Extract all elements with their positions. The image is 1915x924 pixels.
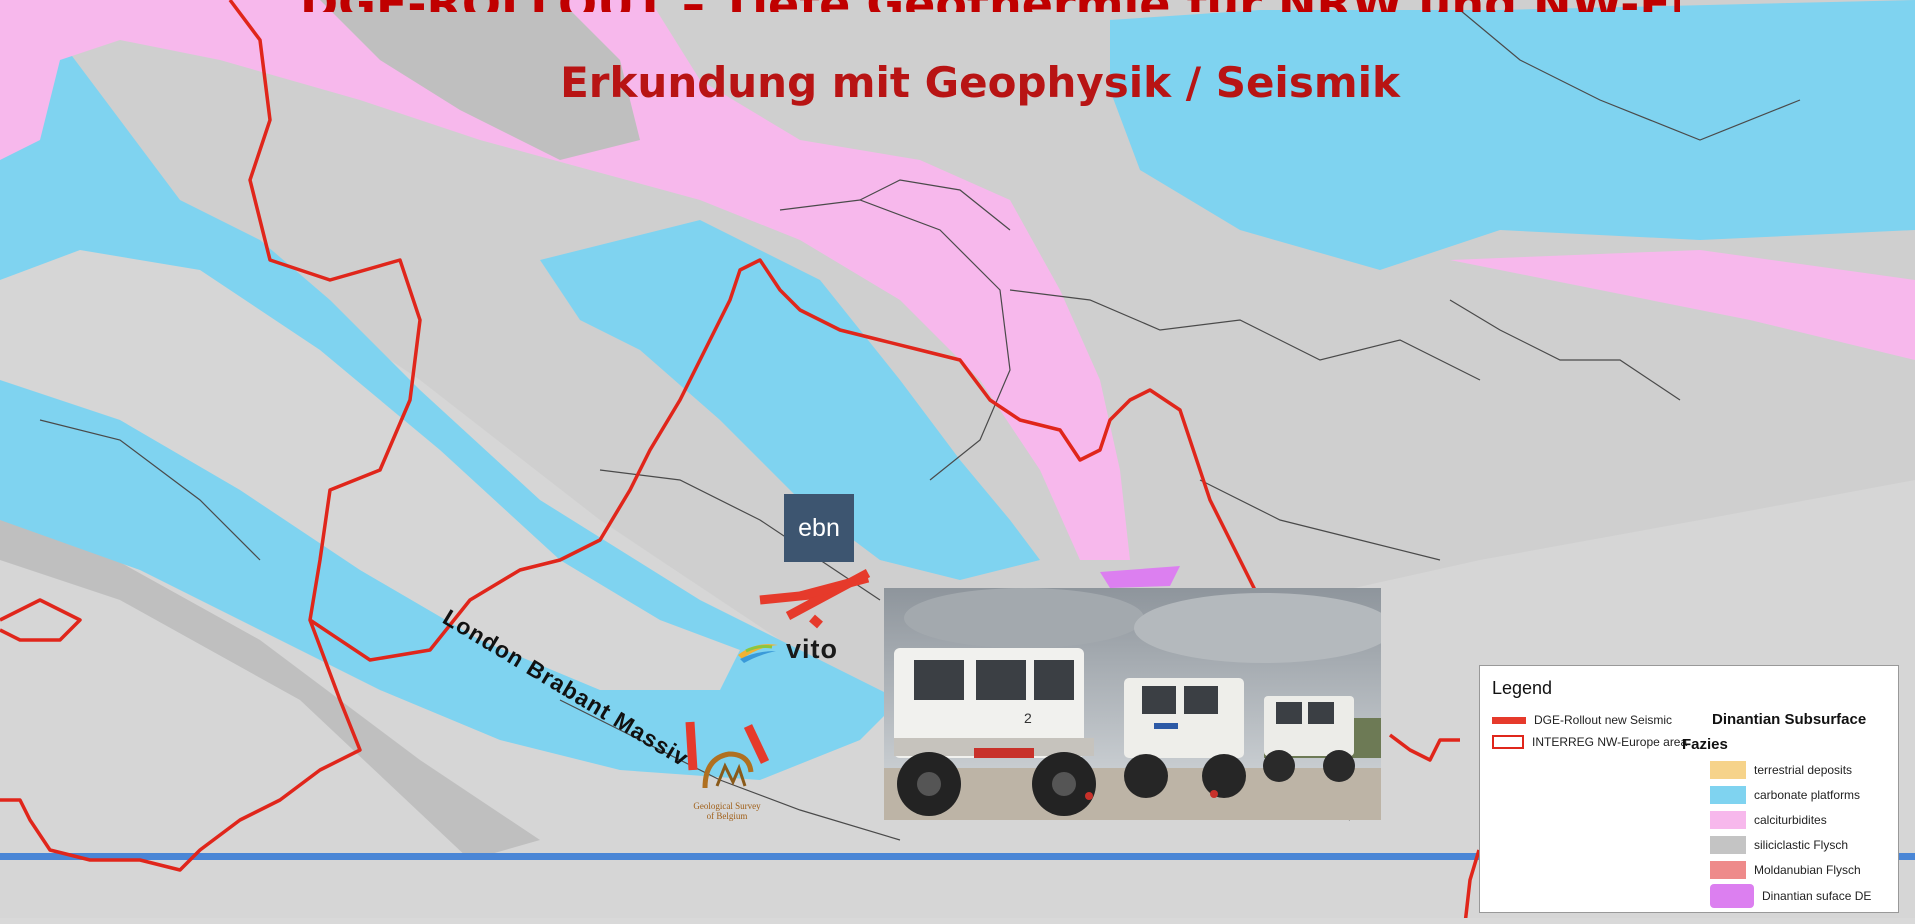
vito-logo-text: vito — [786, 634, 839, 664]
gsb-emblem-icon — [702, 751, 754, 789]
siliciclastic-band — [0, 520, 540, 860]
ebn-logo: ebn — [784, 494, 854, 562]
legend-swatch-moldanubian — [1710, 861, 1746, 879]
legend-label-calciturbidites: calciturbidites — [1754, 813, 1827, 827]
interreg-boundary-south — [0, 598, 362, 872]
gsb-logo-line1: Geological Survey — [693, 801, 761, 811]
legend-item-moldanubian: Moldanubian Flysch — [1710, 861, 1861, 879]
carbonate-west — [0, 40, 900, 780]
legend-heading-fazies: Fazies — [1682, 736, 1728, 753]
land-light — [0, 260, 1915, 924]
sea-patch — [320, 0, 640, 160]
carbonate-nl — [540, 220, 1040, 580]
map-legend: Legend DGE-Rollout new Seismic INTERREG … — [1479, 665, 1899, 913]
legend-swatch-terrestrial — [1710, 761, 1746, 779]
seismic-line-3 — [798, 573, 870, 601]
blue-profile-line — [0, 853, 1915, 860]
ebn-logo-text: ebn — [798, 513, 840, 542]
legend-label-terrestrial: terrestrial deposits — [1754, 763, 1853, 777]
legend-item-terrestrial: terrestrial deposits — [1710, 761, 1852, 779]
legend-label-carbonate: carbonate platforms — [1754, 788, 1861, 802]
gsb-logo: Geological Survey of Belgium — [684, 748, 770, 821]
vito-logo: vito — [736, 634, 838, 665]
legend-item-interreg: INTERREG NW-Europe area — [1492, 735, 1687, 749]
brabant-massif — [0, 250, 740, 690]
truck-number: 2 — [1024, 710, 1032, 726]
legend-item-dinantian-surface: Dinantian suface DE — [1710, 884, 1871, 908]
seismic-line-5 — [685, 721, 698, 771]
slide-subtitle: Erkundung mit Geophysik / Seismik — [560, 58, 1400, 107]
legend-swatch-carbonate — [1710, 786, 1746, 804]
gsb-logo-line2: of Belgium — [706, 811, 748, 821]
legend-label-dinantian-surface: Dinantian suface DE — [1762, 889, 1872, 903]
vito-swoosh-icon — [738, 643, 778, 663]
slide-bottom-strip — [0, 918, 1915, 924]
legend-item-carbonate: carbonate platforms — [1710, 786, 1860, 804]
legend-swatch-dinantian-surface — [1710, 884, 1754, 908]
slide-top-title: DGE-ROLLOUT – Tiefe Geothermie für NRW u… — [300, 0, 1680, 12]
carbonate-north — [1110, 0, 1915, 270]
legend-title: Legend — [1492, 678, 1553, 698]
legend-label-seismic: DGE-Rollout new Seismic — [1534, 713, 1673, 727]
seismic-line-6 — [743, 724, 770, 764]
legend-label-siliciclastic: siliciclastic Flysch — [1754, 838, 1849, 852]
legend-heading-dinantian: Dinantian Subsurface — [1712, 711, 1867, 728]
interreg-boundary — [228, 0, 1262, 662]
interreg-boundary-east — [1388, 733, 1481, 924]
seismic-line-4 — [809, 614, 823, 629]
seismic-lines — [685, 569, 871, 771]
dinantian-surface-patch — [1100, 566, 1180, 588]
legend-swatch-interreg — [1492, 735, 1524, 749]
legend-label-interreg: INTERREG NW-Europe area — [1532, 735, 1688, 749]
legend-item-seismic: DGE-Rollout new Seismic — [1492, 713, 1672, 727]
legend-label-moldanubian: Moldanubian Flysch — [1754, 863, 1861, 877]
calciturbidites-band-east — [1450, 250, 1915, 360]
vibroseis-trucks-photo: 2 — [884, 588, 1381, 820]
photo-illustration: 2 — [884, 588, 1381, 820]
legend-item-siliciclastic: siliciclastic Flysch — [1710, 836, 1848, 854]
legend-swatch-siliciclastic — [1710, 836, 1746, 854]
legend-item-calciturbidites: calciturbidites — [1710, 811, 1827, 829]
legend-swatch-seismic — [1492, 716, 1526, 724]
legend-swatch-calciturbidites — [1710, 811, 1746, 829]
